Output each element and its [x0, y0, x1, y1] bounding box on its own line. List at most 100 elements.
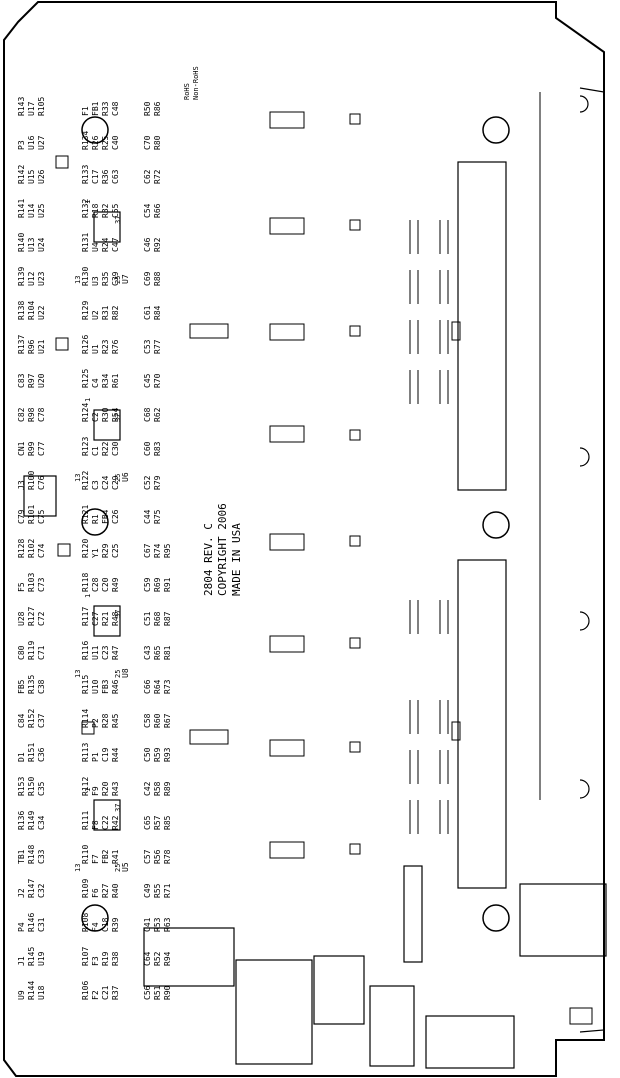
ref-label-c31: C31: [37, 917, 46, 932]
ref-label-u9: U9: [17, 990, 26, 1000]
ref-label-r140: R140: [17, 233, 26, 252]
ref-label-p4: P4: [17, 922, 26, 932]
chip-pin-number: 13: [74, 864, 82, 872]
ref-label-c68: C68: [143, 407, 152, 422]
chip-u19: [269, 111, 305, 129]
chip-u13: [269, 739, 305, 757]
chip-pin-number: 1: [84, 398, 92, 402]
ref-label-c51: C51: [143, 611, 152, 626]
ref-label-c24: C24: [101, 475, 110, 490]
ref-label-r109: R109: [81, 879, 90, 898]
ref-label-r49: R49: [111, 577, 120, 592]
ref-label-u13: U13: [27, 237, 36, 252]
part-u3: [57, 543, 71, 557]
ref-label-r24: R24: [101, 237, 110, 252]
fuse-bracket-group: [409, 220, 449, 834]
ref-label-r89: R89: [163, 781, 172, 796]
ref-label-c47: C47: [111, 237, 120, 252]
ref-label-u10: U10: [91, 679, 100, 694]
ref-label-u14: U14: [27, 203, 36, 218]
chip-u17: [269, 323, 305, 341]
ref-label-r41: R41: [111, 849, 120, 864]
ref-label-c17: C17: [91, 169, 100, 184]
part-u22: [349, 637, 361, 649]
ref-label-r19: R19: [101, 951, 110, 966]
ref-label-u19: U19: [37, 951, 46, 966]
board-outline: [3, 1, 605, 1077]
ref-label-r60: R60: [153, 713, 162, 728]
ref-label-c70: C70: [143, 135, 152, 150]
ref-label-r135: R135: [27, 675, 36, 694]
ref-label-r51: R51: [153, 985, 162, 1000]
ref-label-d1: D1: [17, 752, 26, 762]
ref-label-c32: C32: [37, 883, 46, 898]
ref-label-r150: R150: [27, 777, 36, 796]
ref-label-f1: F1: [81, 106, 90, 116]
ref-label-r91: R91: [163, 577, 172, 592]
ref-label-c69: C69: [143, 271, 152, 286]
ref-label-r107: R107: [81, 947, 90, 966]
ref-label-r87: R87: [163, 611, 172, 626]
diode-d1: [569, 1007, 593, 1025]
ref-label-c4: C4: [91, 378, 100, 388]
connector-p4: [313, 955, 365, 1025]
part-u25: [349, 325, 361, 337]
ref-label-f9: F9: [91, 786, 100, 796]
ref-label-r102: R102: [27, 539, 36, 558]
mounting-hole: [482, 116, 510, 144]
ref-label-c23: C23: [101, 645, 110, 660]
ref-label-r77: R77: [153, 339, 162, 354]
ref-label-c71: C71: [37, 645, 46, 660]
chip-pin-number: 25: [114, 276, 122, 284]
ref-label-c52: C52: [143, 475, 152, 490]
ref-label-f2: F2: [91, 990, 100, 1000]
ref-label-r105: R105: [37, 97, 46, 116]
ref-label-r153: R153: [17, 777, 26, 796]
ref-label-c20: C20: [101, 577, 110, 592]
ref-label-r42: R42: [111, 815, 120, 830]
ref-label-r18: R18: [91, 203, 100, 218]
ref-label-c76: C76: [37, 475, 46, 490]
ref-label-r92: R92: [153, 237, 162, 252]
ref-label-r149: R149: [27, 811, 36, 830]
chip-u16: [269, 425, 305, 443]
ref-label-r115: R115: [81, 675, 90, 694]
part-u2: [55, 337, 69, 351]
ref-label-c19: C19: [101, 747, 110, 762]
ref-label-c3: C3: [91, 480, 100, 490]
part-u21: [349, 741, 361, 753]
ref-label-r120: R120: [81, 539, 90, 558]
ref-label-u16: U16: [27, 135, 36, 150]
chip-pin-number: 13: [74, 474, 82, 482]
ref-label-r114: R114: [81, 709, 90, 728]
ref-label-c40: C40: [111, 135, 120, 150]
ref-label-c61: C61: [143, 305, 152, 320]
ref-label-r96: R96: [27, 339, 36, 354]
ref-label-u18: U18: [37, 985, 46, 1000]
ref-label-r113: R113: [81, 743, 90, 762]
ref-label-r144: R144: [27, 981, 36, 1000]
ref-label-r137: R137: [17, 335, 26, 354]
ref-label-r34: R34: [101, 373, 110, 388]
part-u4: [55, 155, 69, 169]
board-info-line-1: 2804 REV. C: [202, 523, 215, 596]
ref-label-r143: R143: [17, 97, 26, 116]
chip-pin-number: 25: [114, 670, 122, 678]
ref-label-c56: C56: [143, 985, 152, 1000]
ref-label-r25: R25: [101, 135, 110, 150]
ref-label-r68: R68: [153, 611, 162, 626]
board-info-line-3: MADE IN USA: [230, 523, 243, 596]
ref-label-r90: R90: [163, 985, 172, 1000]
ref-label-c37: C37: [37, 713, 46, 728]
ref-label-j1: J1: [17, 956, 26, 966]
ref-label-r82: R82: [111, 305, 120, 320]
rohs-line-2: Non-RoHS: [192, 66, 200, 100]
ref-label-r151: R151: [27, 743, 36, 762]
ref-label-c58: C58: [143, 713, 152, 728]
ref-label-c83: C83: [17, 373, 26, 388]
ref-label-r57: R57: [153, 815, 162, 830]
ref-label-r88: R88: [153, 271, 162, 286]
ref-label-r138: R138: [17, 301, 26, 320]
part-u20: [349, 843, 361, 855]
